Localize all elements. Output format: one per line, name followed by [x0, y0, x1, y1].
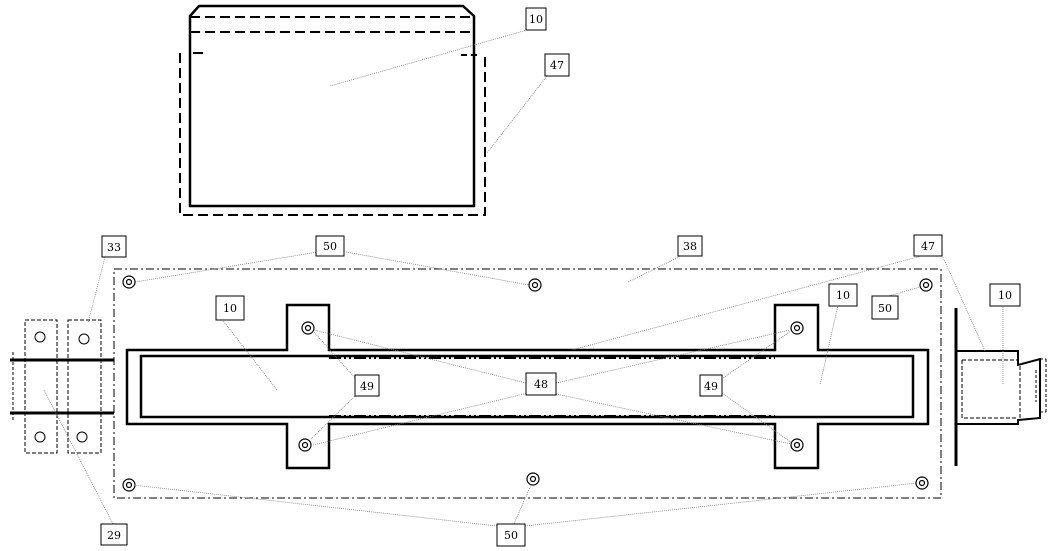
callout-10-top: 10 — [525, 7, 547, 31]
fastener-50 — [919, 278, 933, 292]
svg-text:48: 48 — [534, 378, 548, 391]
svg-text:29: 29 — [107, 529, 121, 542]
right-fitting — [954, 308, 1047, 466]
fastener-50 — [122, 275, 136, 289]
svg-text:50: 50 — [504, 529, 518, 542]
callout-10-left: 10 — [215, 295, 245, 321]
fasteners — [122, 275, 933, 492]
svg-text:33: 33 — [107, 241, 121, 254]
svg-text:49: 49 — [704, 380, 718, 393]
fastener-49 — [790, 321, 804, 335]
callout-47-right: 47 — [913, 234, 943, 257]
callout-49-left: 49 — [354, 374, 380, 397]
callout-38: 38 — [677, 235, 703, 257]
callout-50-right: 50 — [871, 295, 899, 320]
left-bracket-29 — [10, 319, 114, 454]
callout-29: 29 — [100, 523, 128, 546]
upper-part-view — [179, 4, 486, 216]
callout-50-top: 50 — [315, 235, 345, 257]
svg-text:47: 47 — [921, 240, 935, 253]
callout-50-bottom: 50 — [496, 523, 526, 547]
fastener-50 — [915, 476, 929, 490]
fastener-50 — [526, 472, 540, 486]
callout-47-top: 47 — [544, 53, 570, 77]
fastener-49 — [298, 438, 312, 452]
fastener-49 — [301, 321, 315, 335]
svg-text:50: 50 — [878, 302, 892, 315]
callout-10-mid: 10 — [828, 283, 858, 307]
svg-text:38: 38 — [683, 240, 697, 253]
fastener-50 — [528, 278, 542, 292]
callout-48: 48 — [525, 372, 557, 396]
svg-text:10: 10 — [998, 289, 1012, 302]
callout-49-right: 49 — [699, 374, 723, 397]
main-body-10 — [125, 303, 930, 470]
svg-text:47: 47 — [550, 59, 564, 72]
svg-text:50: 50 — [323, 240, 337, 253]
svg-text:10: 10 — [223, 302, 237, 315]
svg-text:10: 10 — [836, 289, 850, 302]
strips-48 — [329, 357, 775, 417]
callout-10-right: 10 — [989, 283, 1021, 307]
svg-text:49: 49 — [360, 380, 374, 393]
callout-33: 33 — [101, 235, 127, 258]
svg-text:10: 10 — [529, 13, 543, 26]
fastener-49 — [790, 438, 804, 452]
leader-lines — [43, 29, 1004, 527]
